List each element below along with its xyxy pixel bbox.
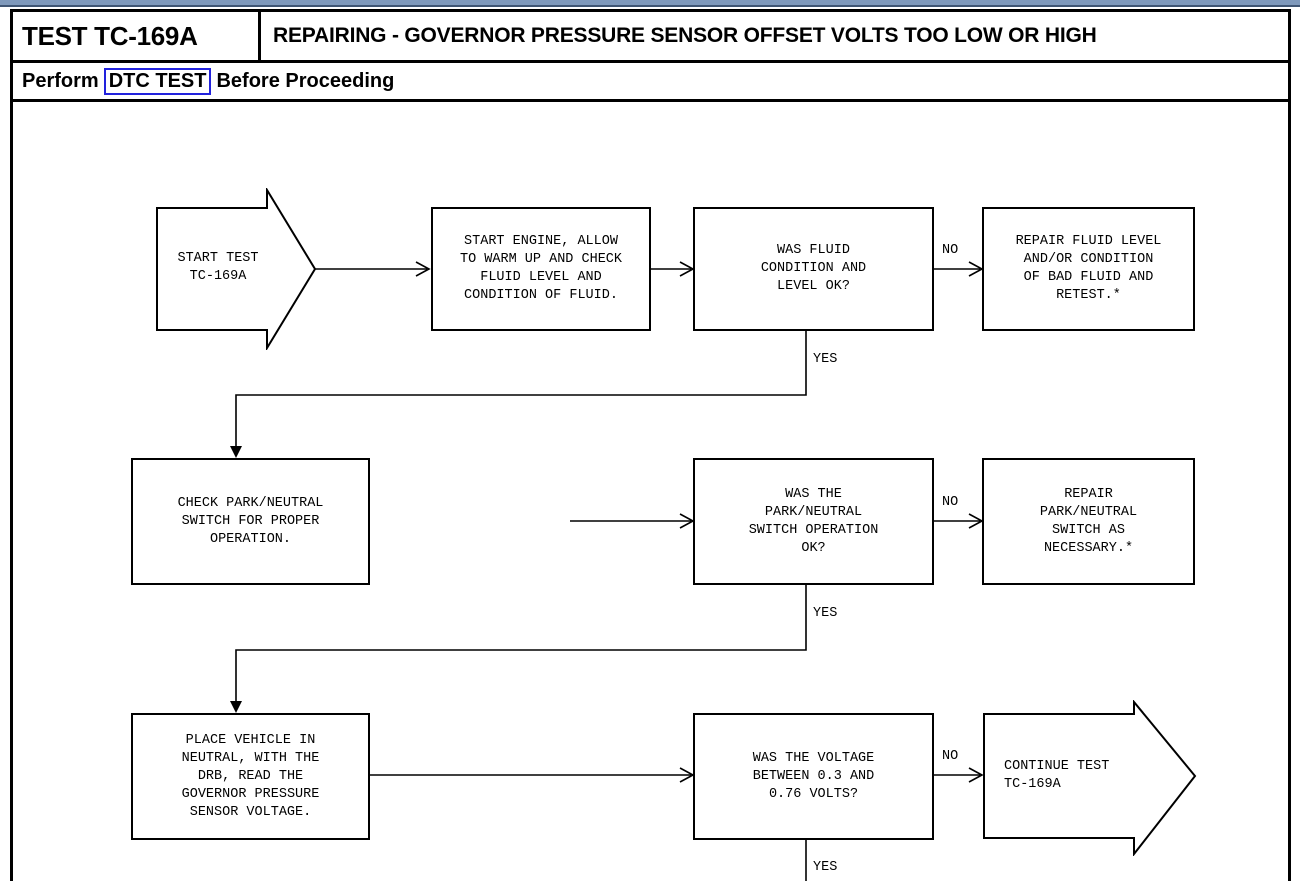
flowchart-node-pn-question[interactable]: WAS THE PARK/NEUTRAL SWITCH OPERATION OK… [693, 458, 934, 585]
perform-prefix-label: Perform [22, 69, 99, 92]
flowchart-node-pn-check[interactable]: CHECK PARK/NEUTRAL SWITCH FOR PROPER OPE… [131, 458, 370, 585]
header-bottom-rule [13, 99, 1288, 102]
edge-label-no-1: NO [942, 243, 959, 258]
flowchart-node-voltage-question-label: WAS THE VOLTAGE BETWEEN 0.3 AND 0.76 VOL… [752, 750, 875, 802]
header-row-instruction: Perform DTC TEST Before Proceeding [13, 63, 1288, 99]
arrow-right-shape [983, 700, 1197, 856]
edge-label-yes-2: YES [813, 606, 838, 621]
header-divider [13, 60, 1288, 63]
window-top-bar-shadow [0, 5, 1300, 7]
flowchart-node-pn-question-label: WAS THE PARK/NEUTRAL SWITCH OPERATION OK… [748, 486, 879, 556]
flowchart-node-voltage-question[interactable]: WAS THE VOLTAGE BETWEEN 0.3 AND 0.76 VOL… [693, 713, 934, 840]
flowchart-node-start[interactable]: START TEST TC-169A [155, 188, 317, 350]
flowchart-node-warmup[interactable]: START ENGINE, ALLOW TO WARM UP AND CHECK… [431, 207, 651, 331]
flowchart-node-continue-label: CONTINUE TEST TC-169A [1004, 759, 1110, 792]
flowchart-node-pn-repair-label: REPAIR PARK/NEUTRAL SWITCH AS NECESSARY.… [1039, 486, 1138, 556]
flowchart-node-continue[interactable]: CONTINUE TEST TC-169A [982, 700, 1197, 856]
edge-label-yes-1: YES [813, 352, 838, 367]
flowchart-node-fluid-question-label: WAS FLUID CONDITION AND LEVEL OK? [760, 243, 867, 294]
flowchart-node-warmup-label: START ENGINE, ALLOW TO WARM UP AND CHECK… [459, 234, 623, 303]
arrow-right-shape [156, 188, 317, 350]
flowchart-node-pn-check-label: CHECK PARK/NEUTRAL SWITCH FOR PROPER OPE… [177, 495, 324, 547]
test-id-label: TEST TC-169A [22, 20, 198, 51]
flowchart-node-fluid-repair-label: REPAIR FLUID LEVEL AND/OR CONDITION OF B… [1015, 234, 1162, 303]
flowchart-node-fluid-repair[interactable]: REPAIR FLUID LEVEL AND/OR CONDITION OF B… [982, 207, 1195, 331]
perform-suffix-label: Before Proceeding [216, 69, 395, 92]
flowchart-node-start-label: START TEST TC-169A [177, 251, 259, 284]
flowchart-node-pn-repair[interactable]: REPAIR PARK/NEUTRAL SWITCH AS NECESSARY.… [982, 458, 1195, 585]
page-title: REPAIRING - GOVERNOR PRESSURE SENSOR OFF… [273, 24, 1097, 47]
header-row-title: TEST TC-169A REPAIRING - GOVERNOR PRESSU… [13, 12, 1288, 60]
flowchart-node-read-voltage-label: PLACE VEHICLE IN NEUTRAL, WITH THE DRB, … [181, 732, 320, 820]
edge-label-yes-3: YES [813, 860, 838, 875]
dtc-test-link[interactable]: DTC TEST [103, 67, 212, 95]
flowchart-node-read-voltage[interactable]: PLACE VEHICLE IN NEUTRAL, WITH THE DRB, … [131, 713, 370, 840]
test-id-cell: TEST TC-169A [13, 12, 261, 60]
title-cell: REPAIRING - GOVERNOR PRESSURE SENSOR OFF… [261, 12, 1288, 60]
edge-label-no-2: NO [942, 495, 959, 510]
flowchart-node-fluid-question[interactable]: WAS FLUID CONDITION AND LEVEL OK? [693, 207, 934, 331]
edge-label-no-3: NO [942, 749, 959, 764]
window-top-bar [0, 0, 1300, 7]
